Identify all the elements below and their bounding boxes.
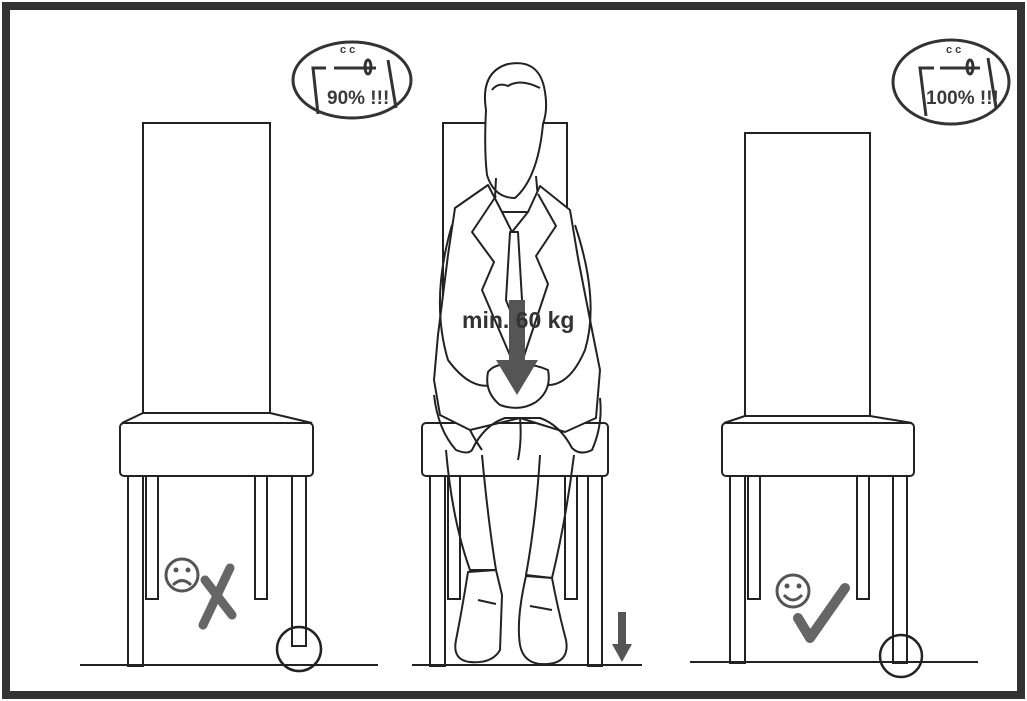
cross-mark-icon: [198, 563, 237, 630]
level-badge-90: c c 90% !!!: [291, 40, 413, 120]
wobbly-leg-highlight-circle: [275, 625, 323, 673]
check-mark-icon: [793, 583, 850, 643]
badge-label: 100% !!!: [926, 88, 999, 109]
badge-marks: c c: [946, 44, 961, 56]
sad-face-icon: [164, 557, 200, 593]
stable-leg-highlight-circle: [878, 633, 924, 679]
badge-marks: c c: [340, 44, 355, 56]
hex-key-icon: [918, 57, 998, 117]
happy-face-icon: [775, 573, 811, 609]
right-chair-illustration: [690, 132, 978, 664]
weight-down-arrow-icon: [496, 300, 538, 395]
level-badge-100: c c 100% !!!: [891, 38, 1011, 126]
hex-key-icon: [311, 58, 398, 115]
seated-man-figure: [433, 62, 602, 666]
badge-label: 90% !!!: [327, 88, 389, 109]
press-down-arrow-icon: [612, 612, 632, 662]
minimum-weight-label: min. 60 kg: [462, 307, 574, 333]
left-chair-illustration: [80, 122, 378, 667]
